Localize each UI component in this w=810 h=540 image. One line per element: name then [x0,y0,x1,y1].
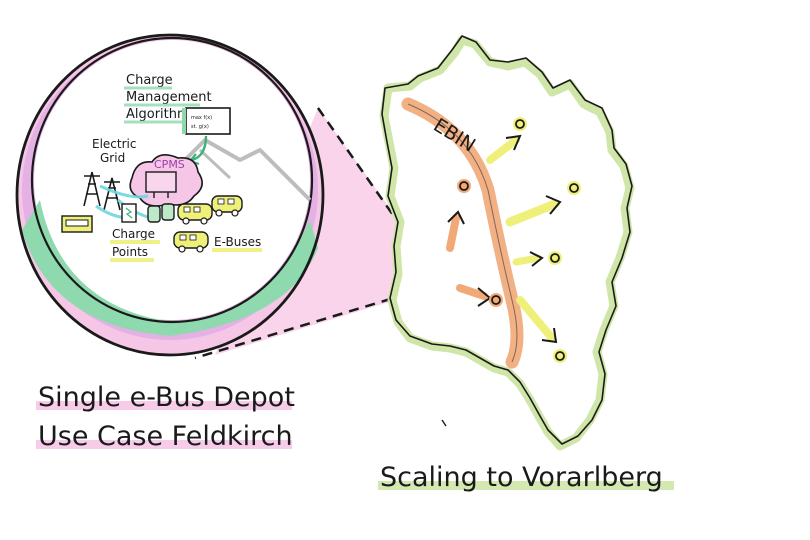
charge-points-label: Charge [112,227,155,241]
depot-node [553,349,567,363]
expansion-arrow [512,251,544,267]
electric-grid-label: Grid [100,151,125,165]
scaling-caption-text: Scaling to Vorarlberg [380,462,663,493]
e-bus-icon [211,195,243,217]
charge-point-icon [161,203,175,221]
cpms-label: CPMS [154,158,185,171]
e-bus-icon [173,231,209,253]
expansion-arrow [486,134,522,164]
power-tower-icon [83,171,101,207]
depot-caption-line1: Single e-Bus Depot [38,382,295,413]
scaling-caption: Scaling to Vorarlberg [378,462,674,493]
charge-management-label: Charge [126,73,173,88]
depot-node [567,181,581,195]
depot-node [548,251,562,265]
vorarlberg-map: EBIN [379,35,635,451]
algorithm-note: max f(x) [191,115,212,121]
expansion-arrow [505,195,562,227]
depot-caption: Single e-Bus Depot Use Case Feldkirch [36,382,295,452]
e-bus-icon [177,203,213,225]
cpms-unit: CPMS [129,154,203,207]
depot-node [457,179,471,193]
charge-point-icon [121,203,137,223]
algorithm-note: st. g(x) [191,124,209,130]
stray-mark [441,419,447,427]
algorithm-laptop: max f(x) st. g(x) [182,107,231,135]
electric-grid-label: Electric [92,137,136,151]
map-outline-green [379,35,635,451]
charge-points-label: Points [112,245,148,259]
e-buses-label: E-Buses [214,235,261,249]
depot-node [513,117,527,131]
power-tower-icon [103,177,121,211]
map-outline-ink [381,35,633,445]
charge-point-icon [147,205,161,223]
expansion-arrow [516,296,558,344]
magnifier-circle: Charge Management Algorithm max f(x) st.… [15,33,325,357]
depot-caption-line2: Use Case Feldkirch [38,421,293,452]
depot-node [489,293,503,307]
orange-arrow [446,210,465,252]
charge-management-label: Algorithm [126,107,190,122]
charge-point-icon [61,215,93,233]
charge-management-label: Management [126,90,212,105]
